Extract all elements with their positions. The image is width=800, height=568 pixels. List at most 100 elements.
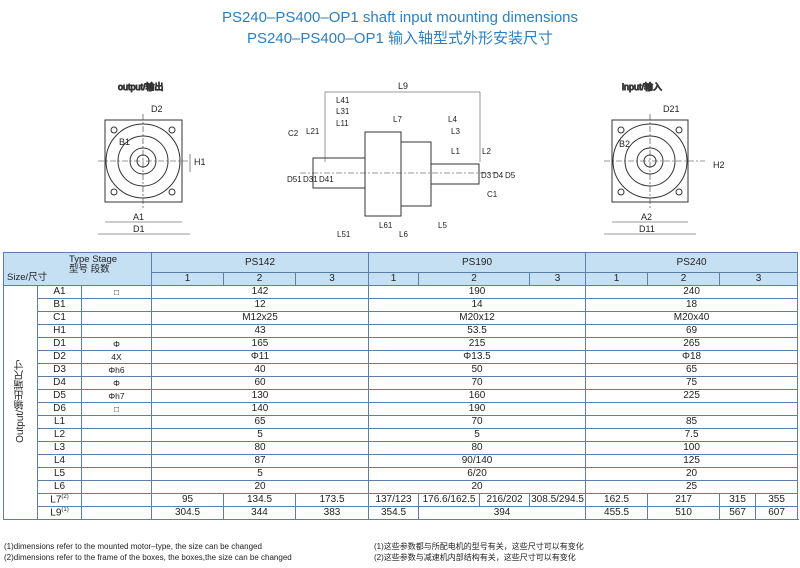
label-l2: L2 xyxy=(482,147,491,156)
stage-header: 2 xyxy=(223,272,297,286)
key-note: (2) xyxy=(61,494,69,501)
dimension-value: 160 xyxy=(368,389,587,403)
dimension-symbol xyxy=(80,311,153,325)
key-note: (1) xyxy=(61,507,69,514)
dimension-key: D5 xyxy=(37,389,82,403)
dimension-value: 607 xyxy=(755,506,799,520)
dimension-key: H1 xyxy=(37,324,82,338)
dimension-value: 65 xyxy=(585,363,799,377)
label-l21: L21 xyxy=(306,127,320,136)
dimension-symbol xyxy=(80,415,153,429)
label-c2: C2 xyxy=(288,129,299,138)
dimension-value: M12x25 xyxy=(151,311,370,325)
dimension-symbol: 4X xyxy=(80,350,153,364)
dimension-symbol: Φ xyxy=(80,376,153,390)
dimension-value: 567 xyxy=(719,506,757,520)
dimension-value: 265 xyxy=(585,337,799,351)
label-d4: D4 xyxy=(493,171,504,180)
dimension-value: M20x40 xyxy=(585,311,799,325)
label-d41: D41 xyxy=(319,175,334,184)
dimension-symbol: □ xyxy=(80,285,153,299)
dimension-value: 100 xyxy=(585,441,799,455)
label-d31: D31 xyxy=(303,175,318,184)
dimension-key: A1 xyxy=(37,285,82,299)
dimension-value: Φ18 xyxy=(585,350,799,364)
dimension-symbol xyxy=(80,298,153,312)
dimension-value: 354.5 xyxy=(368,506,420,520)
dimension-symbol xyxy=(80,506,153,520)
dimension-value: 455.5 xyxy=(585,506,649,520)
dimension-value: 80 xyxy=(151,441,370,455)
technical-drawing: output/输出 D2 B1 H1 A1 D1 xyxy=(0,72,800,252)
dimension-value: 75 xyxy=(585,376,799,390)
dimension-value: 6/20 xyxy=(368,467,587,481)
dimension-symbol xyxy=(80,454,153,468)
note-cn-2: (2)这些参数与减速机内部结构有关，这些尺寸可以有变化 xyxy=(374,553,576,562)
stage-header: 1 xyxy=(151,272,225,286)
corner-size: Size/尺寸 xyxy=(7,271,48,283)
dimension-value: 173.5 xyxy=(295,493,370,507)
dimension-value: 140 xyxy=(151,402,370,416)
dimension-key: L6 xyxy=(37,480,82,494)
dimension-key: D1 xyxy=(37,337,82,351)
dimension-value: 383 xyxy=(295,506,370,520)
corner-type-stage-cn: 型号 段数 xyxy=(68,264,110,275)
notes-chinese: (1)这些参数都与所配电机的型号有关，这些尺寸可以有变化 (2)这些参数与减速机… xyxy=(374,541,584,563)
dimension-value: 5 xyxy=(368,428,587,442)
dimension-symbol: Φh7 xyxy=(80,389,153,403)
dimension-symbol: □ xyxy=(80,402,153,416)
dimension-key: B1 xyxy=(37,298,82,312)
label-d3: D3 xyxy=(481,171,492,180)
dimension-symbol xyxy=(80,428,153,442)
dimension-value: 40 xyxy=(151,363,370,377)
dimension-value: 176.6/162.5 xyxy=(418,493,481,507)
dimension-key: L9(1) xyxy=(37,506,82,520)
label-h1: H1 xyxy=(194,157,206,167)
dimension-symbol: Φh6 xyxy=(80,363,153,377)
group-header-ps190: PS190 xyxy=(368,252,587,273)
label-d51: D51 xyxy=(287,175,302,184)
notes-english: (1)dimensions refer to the mounted motor… xyxy=(4,541,292,563)
dimension-symbol xyxy=(80,441,153,455)
dimension-value: 125 xyxy=(585,454,799,468)
dimension-value: 308.5/294.5 xyxy=(529,493,587,507)
dimension-value: Φ13.5 xyxy=(368,350,587,364)
group-header-ps240: PS240 xyxy=(585,252,799,273)
dimension-value: 190 xyxy=(368,402,587,416)
dimension-value: 20 xyxy=(151,480,370,494)
dimension-value: 20 xyxy=(368,480,587,494)
stage-header: 2 xyxy=(418,272,531,286)
dimension-value xyxy=(585,402,799,416)
dimension-value: 130 xyxy=(151,389,370,403)
dimension-symbol xyxy=(80,324,153,338)
dimension-key: L4 xyxy=(37,454,82,468)
note-en-2: (2)dimensions refer to the frame of the … xyxy=(4,553,292,562)
dimension-symbol xyxy=(80,493,153,507)
label-b1: B1 xyxy=(119,137,130,147)
dimension-symbol: Φ xyxy=(80,337,153,351)
dimension-value: 43 xyxy=(151,324,370,338)
stage-header: 2 xyxy=(647,272,721,286)
label-l4: L4 xyxy=(448,115,457,124)
dimension-key: L1 xyxy=(37,415,82,429)
label-d11: D11 xyxy=(639,224,655,234)
note-en-1: (1)dimensions refer to the mounted motor… xyxy=(4,542,262,551)
stage-header: 3 xyxy=(529,272,587,286)
dimension-value: 90/140 xyxy=(368,454,587,468)
label-d21: D21 xyxy=(663,104,680,114)
output-view: output/输出 xyxy=(98,81,191,235)
key-text: L9 xyxy=(50,507,62,519)
dimension-value: 240 xyxy=(585,285,799,299)
label-l7: L7 xyxy=(393,115,402,124)
key-text: L7 xyxy=(50,494,62,506)
dimension-symbol xyxy=(80,480,153,494)
output-label: output/输出 xyxy=(118,81,164,92)
